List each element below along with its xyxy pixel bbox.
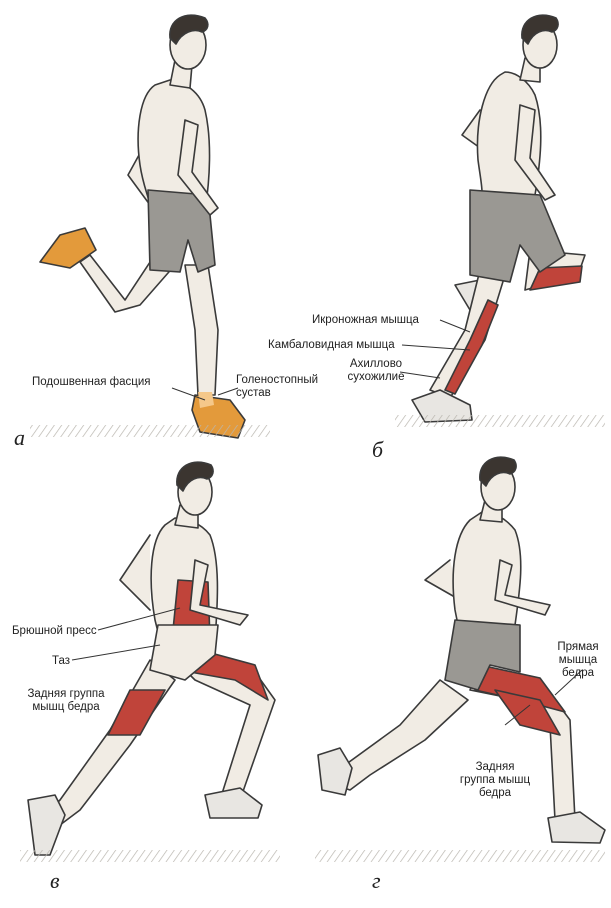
label-d-hamstrings-line2: группа мышц (440, 774, 550, 787)
panel-b-figure (412, 15, 585, 422)
panel-c-back-shoe (28, 795, 65, 855)
label-gastrocnemius: Икроножная мышца (312, 314, 419, 327)
panel-d-letter: г (372, 868, 381, 894)
panel-c-letter: в (50, 868, 60, 894)
panel-a-figure (40, 15, 245, 438)
panel-a-letter: а (14, 425, 25, 451)
panel-c-front-shoe (205, 788, 262, 818)
label-d-hamstrings-line1: Задняя (440, 761, 550, 774)
label-d-hamstrings-line3: бедра (440, 787, 550, 800)
label-plantar-fascia: Подошвенная фасция (32, 376, 150, 389)
label-achilles-line1: Ахиллово (336, 358, 416, 371)
label-rectus-femoris-line2: мышца (548, 654, 608, 667)
panel-c-leader-pelvis (72, 645, 160, 660)
label-ankle-joint-line1: Голеностопный (236, 374, 318, 387)
label-c-hamstrings-line1: Задняя группа (10, 688, 122, 701)
panel-a-leader-ankle (218, 388, 238, 395)
panel-d-ground (315, 850, 605, 862)
label-c-hamstrings-line2: мышц бедра (10, 701, 122, 714)
label-abdominals: Брюшной пресс (12, 625, 97, 638)
label-pelvis: Таз (52, 655, 70, 668)
panel-b-letter: б (372, 437, 383, 463)
label-soleus: Камбаловидная мышца (268, 339, 395, 352)
label-achilles-line2: сухожилие (336, 371, 416, 384)
panel-c-ground (20, 850, 280, 862)
panel-b-ground (395, 415, 605, 427)
label-rectus-femoris-line1: Прямая (548, 641, 608, 654)
panel-d-back-shoe (318, 748, 352, 795)
label-ankle-joint-line2: сустав (236, 387, 271, 400)
panel-d-front-shoe (548, 812, 605, 843)
label-rectus-femoris-line3: бедра (548, 667, 608, 680)
panel-a-ground (30, 425, 270, 437)
